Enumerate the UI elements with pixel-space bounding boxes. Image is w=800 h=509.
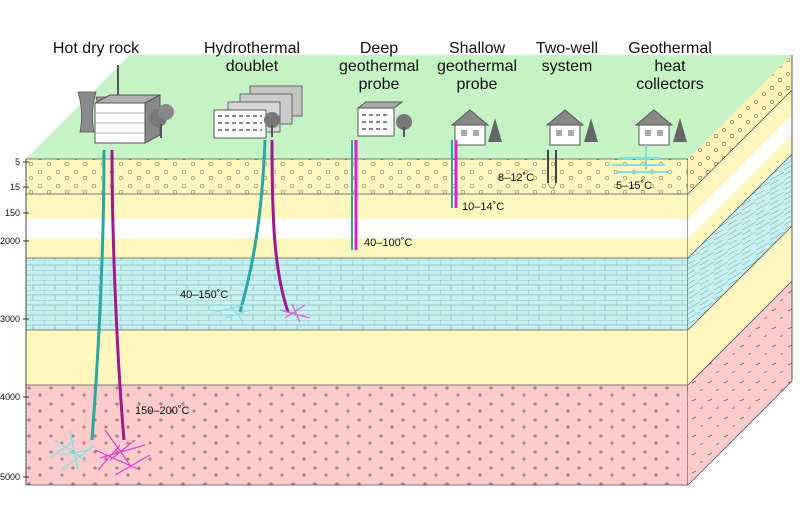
title-collectors-line3: collectors (636, 76, 704, 93)
house-icon (634, 109, 687, 146)
title-shallow-line1: Shallow (449, 40, 505, 57)
depth-tick: 3000 (0, 314, 29, 324)
two-well-system (547, 150, 557, 189)
hot-dry-rock-wells (49, 149, 151, 476)
temp-hydrothermal: 40–150˚C (180, 289, 228, 301)
technology-titles: Hot dry rock Hydrothermal doublet Deep g… (53, 40, 712, 93)
production-pipe (270, 139, 290, 313)
limestone-layer (26, 258, 688, 330)
title-shallow-line3: probe (457, 76, 498, 93)
temp-deep-probe: 40–100˚C (364, 237, 412, 249)
svg-text:150: 150 (5, 208, 20, 218)
svg-text:2000: 2000 (0, 236, 20, 246)
title-collectors-line1: Geothermal (628, 40, 712, 57)
injection-pipe (90, 149, 106, 441)
shallow-probe (451, 140, 458, 208)
depth-tick: 4000 (0, 392, 29, 402)
injection-pipe (238, 139, 267, 313)
depth-tick: 5 (15, 157, 29, 167)
svg-text:4000: 4000 (0, 392, 20, 402)
title-hydrothermal-line1: Hydrothermal (204, 40, 300, 57)
title-deep-line3: probe (359, 76, 400, 93)
sand-layer-lower (26, 330, 688, 385)
temp-shallow-probe: 10–14˚C (462, 201, 504, 213)
hydrothermal-buildings (213, 85, 303, 139)
depth-tick: 150 (5, 208, 29, 218)
title-twowell-line2: system (542, 58, 593, 75)
temp-collectors: 5–15˚C (616, 180, 652, 192)
cooling-tower-icon (77, 91, 97, 133)
tree-icon (396, 114, 412, 137)
depth-tick: 15 (10, 182, 29, 192)
title-collectors-line2: heat (654, 58, 686, 75)
side-face (687, 55, 793, 486)
heat-collectors (612, 145, 668, 173)
svg-text:3000: 3000 (0, 314, 20, 324)
depth-tick: 5000 (0, 472, 29, 482)
production-pipe (110, 149, 126, 441)
title-hydrothermal-line2: doublet (226, 58, 279, 75)
fracture-zone (49, 429, 151, 476)
house-icon (450, 109, 502, 146)
depth-scale: 5 15 150 2000 3000 4000 5000 (0, 157, 29, 485)
reservoir-zone (214, 303, 311, 323)
temp-two-well: 8–12˚C (498, 172, 534, 184)
temp-hot-dry-rock: 150–200˚C (135, 405, 189, 417)
title-shallow-line2: geothermal (437, 58, 517, 75)
deep-probe-building (356, 101, 412, 137)
tree-icon (149, 104, 174, 138)
svg-text:5000: 5000 (0, 472, 20, 482)
hot-dry-rock-plant (77, 65, 174, 144)
depth-tick: 2000 (0, 236, 29, 246)
tree-icon (264, 112, 280, 137)
title-deep-line1: Deep (360, 40, 398, 57)
title-twowell-line1: Two-well (536, 40, 598, 57)
svg-text:5: 5 (15, 157, 20, 167)
svg-text:15: 15 (10, 182, 20, 192)
hydrothermal-wells (214, 139, 311, 323)
title-hot-dry-rock: Hot dry rock (53, 40, 140, 57)
title-deep-line2: geothermal (339, 58, 419, 75)
crystalline-rock-layer (26, 385, 688, 485)
deep-probe (351, 140, 358, 250)
temperature-labels: 8–12˚C 5–15˚C 10–14˚C 40–100˚C 40–150˚C … (135, 172, 652, 417)
house-icon (545, 109, 598, 146)
